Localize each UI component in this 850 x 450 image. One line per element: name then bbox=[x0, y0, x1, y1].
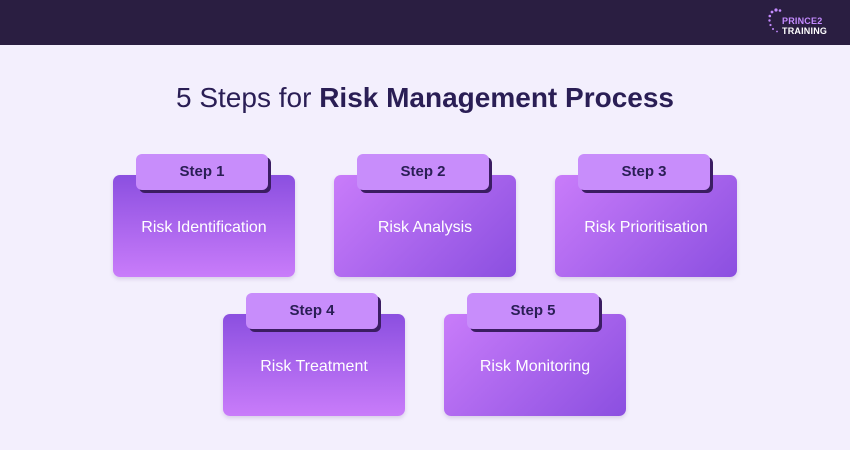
step-4-label: Risk Treatment bbox=[260, 358, 368, 375]
page-title: 5 Steps for Risk Management Process bbox=[0, 82, 850, 114]
step-1-label: Risk Identification bbox=[141, 219, 267, 236]
step-4-card: Risk Treatment bbox=[223, 314, 405, 416]
step-5-label: Risk Monitoring bbox=[479, 358, 591, 375]
step-3-tab: Step 3 bbox=[578, 154, 710, 190]
logo-line-prince2: PRINCE2 bbox=[782, 16, 823, 26]
step-2-label: Risk Analysis bbox=[377, 219, 473, 236]
step-2-tab: Step 2 bbox=[357, 154, 489, 190]
logo-wordmark: PRINCE2 TRAINING bbox=[782, 16, 827, 36]
step-5-card: Risk Monitoring bbox=[444, 314, 626, 416]
logo-line-training: TRAINING bbox=[782, 26, 828, 36]
step-1-tab: Step 1 bbox=[136, 154, 268, 190]
step-4-tab: Step 4 bbox=[246, 293, 378, 329]
step-3-label: Risk Prioritisation bbox=[584, 219, 708, 236]
header-bar: PRINCE2 TRAINING bbox=[0, 0, 850, 45]
logo-dots-icon bbox=[768, 8, 782, 33]
title-bold: Risk Management Process bbox=[319, 82, 674, 113]
step-1-card: Risk Identification bbox=[113, 175, 295, 277]
step-5-tab: Step 5 bbox=[467, 293, 599, 329]
step-2-card: Risk Analysis bbox=[334, 175, 516, 277]
prince2-training-logo[interactable]: PRINCE2 TRAINING bbox=[768, 7, 830, 39]
step-3-card: Risk Prioritisation bbox=[555, 175, 737, 277]
title-prefix: 5 Steps for bbox=[176, 82, 320, 113]
